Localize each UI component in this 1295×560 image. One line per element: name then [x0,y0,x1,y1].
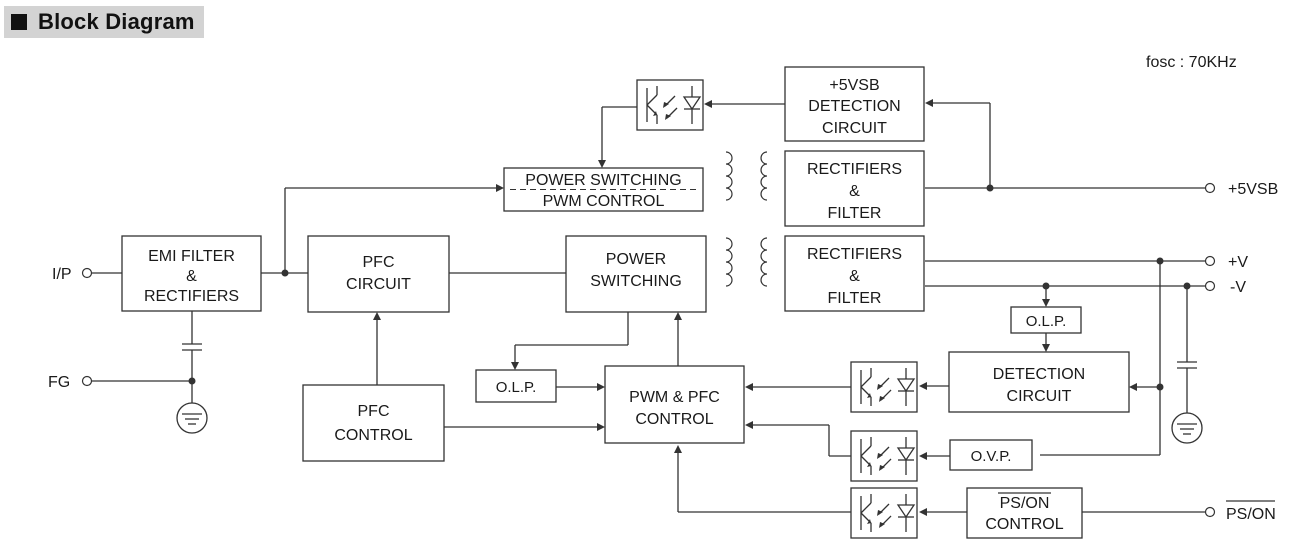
svg-text:CONTROL: CONTROL [985,516,1063,533]
svg-text:RECTIFIERS: RECTIFIERS [144,288,239,305]
section-header: Block Diagram [4,6,204,38]
terminal-pos-v: +V [1204,254,1248,271]
svg-text:EMI FILTER: EMI FILTER [148,248,235,265]
svg-text:&: & [849,268,860,285]
vsb-detection-block: +5VSB DETECTION CIRCUIT [784,66,925,142]
rectifiers-filter-main-block: RECTIFIERS & FILTER [784,235,925,312]
svg-text:CIRCUIT: CIRCUIT [822,120,887,137]
detection-circuit-block: DETECTION CIRCUIT [948,351,1130,413]
power-switching-block: POWER SWITCHING [565,235,707,313]
power-switching-pwm-block: POWER SWITCHING PWM CONTROL [503,167,704,212]
svg-text:PWM CONTROL: PWM CONTROL [543,193,665,210]
pwm-pfc-control-block: PWM & PFC CONTROL [604,365,745,444]
section-title: Block Diagram [38,9,195,34]
svg-text:DETECTION: DETECTION [808,98,900,115]
transformer-main [725,237,768,287]
svg-text:POWER SWITCHING: POWER SWITCHING [525,172,681,189]
svg-text:O.L.P.: O.L.P. [496,379,537,396]
optocoupler-icon-top [636,79,704,131]
svg-text:RECTIFIERS: RECTIFIERS [807,161,902,178]
rectifiers-filter-top-block: RECTIFIERS & FILTER [784,150,925,227]
terminal-pson: PS/ON [1204,500,1276,523]
svg-text:+5VSB: +5VSB [829,77,879,94]
transformer-top [725,151,768,201]
svg-text:PS/ON: PS/ON [1000,495,1050,512]
optocoupler-icon-ovp [850,430,918,482]
svg-text:POWER: POWER [606,251,666,268]
svg-text:PFC: PFC [358,403,390,420]
svg-text:&: & [186,268,197,285]
frequency-label: fosc : 70KHz [1146,54,1237,71]
junction-dots [188,184,1191,391]
svg-text:-V: -V [1230,279,1246,296]
svg-text:CIRCUIT: CIRCUIT [1007,388,1072,405]
terminal-input: I/P [52,266,93,283]
svg-text:O.L.P.: O.L.P. [1026,313,1067,330]
header-square-icon [11,14,27,30]
terminal-neg-v: -V [1204,279,1246,296]
svg-text:DETECTION: DETECTION [993,366,1085,383]
svg-text:I/P: I/P [52,266,72,283]
svg-text:FILTER: FILTER [828,205,882,222]
ground-icon-left [176,402,208,434]
svg-text:PFC: PFC [363,254,395,271]
svg-text:FG: FG [48,374,70,391]
svg-text:&: & [849,183,860,200]
svg-text:+V: +V [1228,254,1248,271]
svg-text:CONTROL: CONTROL [635,411,713,428]
optocoupler-icon-detect [850,361,918,413]
pfc-control-block: PFC CONTROL [302,384,445,462]
olp-left-block: O.L.P. [475,369,557,403]
ground-icon-right [1171,412,1203,444]
svg-text:CONTROL: CONTROL [334,427,412,444]
svg-text:O.V.P.: O.V.P. [971,448,1012,465]
pfc-circuit-block: PFC CIRCUIT [307,235,450,313]
pson-control-block: PS/ON CONTROL [966,487,1083,539]
svg-text:RECTIFIERS: RECTIFIERS [807,246,902,263]
svg-text:FILTER: FILTER [828,290,882,307]
terminal-5vsb: +5VSB [1204,181,1278,198]
optocoupler-icon-pson [850,487,918,539]
svg-text:+5VSB: +5VSB [1228,181,1278,198]
terminal-fg: FG [48,374,93,391]
svg-text:PWM & PFC: PWM & PFC [629,389,720,406]
ovp-block: O.V.P. [949,439,1033,471]
svg-text:CIRCUIT: CIRCUIT [346,276,411,293]
wires [91,99,1205,516]
svg-text:PS/ON: PS/ON [1226,506,1276,523]
olp-right-block: O.L.P. [1010,306,1082,334]
emi-filter-block: EMI FILTER & RECTIFIERS [121,235,262,312]
svg-text:SWITCHING: SWITCHING [590,273,682,290]
